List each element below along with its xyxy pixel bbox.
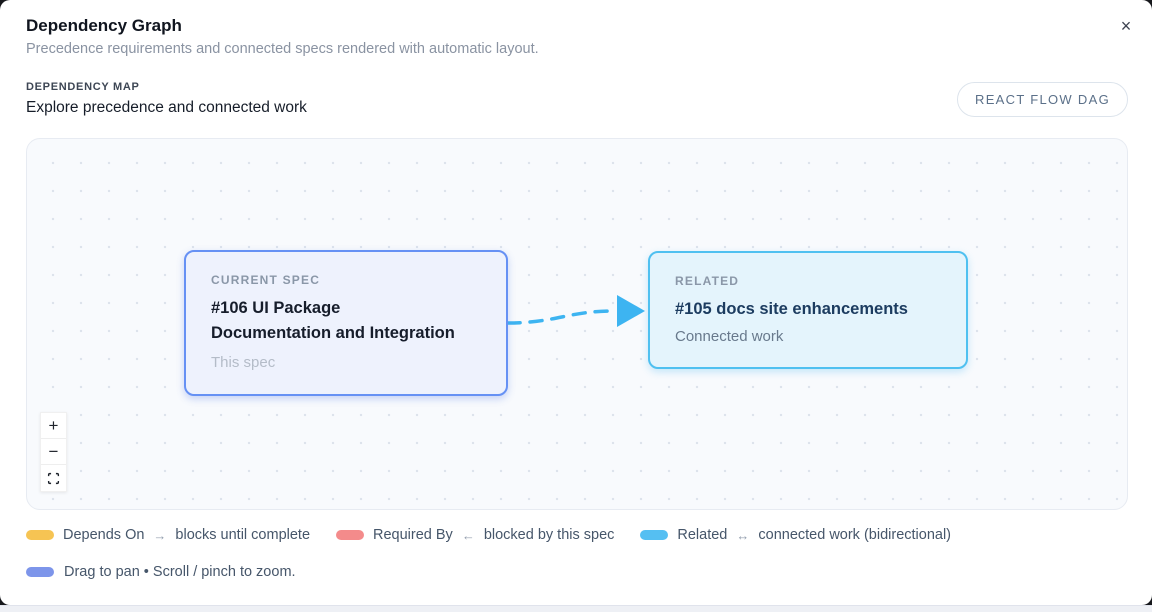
legend-item-related: Related ↔ connected work (bidirectional) xyxy=(640,527,951,543)
hint-text: Drag to pan • Scroll / pinch to zoom. xyxy=(64,564,296,580)
node-related-spec[interactable]: RELATED #105 docs site enhancements Conn… xyxy=(648,251,968,369)
section-heading: Explore precedence and connected work xyxy=(26,99,307,116)
section-eyebrow: DEPENDENCY MAP xyxy=(26,81,140,93)
zoom-in-button[interactable]: + xyxy=(41,413,66,439)
left-arrow-icon: ← xyxy=(461,527,475,543)
bidirectional-arrow-icon: ↔ xyxy=(736,527,750,543)
legend-description: blocks until complete xyxy=(175,527,311,543)
node-label: RELATED xyxy=(675,274,740,288)
node-title: #105 docs site enhancements xyxy=(675,300,908,318)
depends-on-pill-icon xyxy=(26,530,54,540)
related-pill-icon xyxy=(640,530,669,540)
zoom-controls: + − xyxy=(40,412,67,492)
node-subtitle: Connected work xyxy=(675,328,784,346)
page-bottom-strip xyxy=(0,605,1152,612)
node-title-line2: Documentation and Integration xyxy=(211,324,455,343)
node-current-spec[interactable]: CURRENT SPEC #106 UI Package Documentati… xyxy=(184,250,508,396)
page-title: Dependency Graph xyxy=(26,16,182,35)
required-by-pill-icon xyxy=(336,530,365,540)
edge-dashed-line xyxy=(506,309,615,325)
legend-name: Depends On xyxy=(63,527,145,543)
edge-arrowhead-icon xyxy=(617,295,645,327)
react-flow-dag-badge: REACT FLOW DAG xyxy=(957,81,1128,117)
legend-name: Required By xyxy=(373,527,453,543)
right-arrow-icon: → xyxy=(153,527,167,543)
legend-name: Related xyxy=(677,527,728,543)
zoom-out-button[interactable]: − xyxy=(41,439,66,465)
pan-zoom-hint: Drag to pan • Scroll / pinch to zoom. xyxy=(26,564,1128,580)
legend-description: blocked by this spec xyxy=(483,527,615,543)
node-label: CURRENT SPEC xyxy=(211,273,321,287)
legend-item-required-by: Required By ← blocked by this spec xyxy=(336,527,614,543)
node-title-line1: #106 UI Package xyxy=(211,299,341,317)
fit-view-icon xyxy=(47,472,60,484)
edge-legend: Depends On → blocks until complete Requi… xyxy=(26,527,1128,543)
section-header: DEPENDENCY MAP Explore precedence and co… xyxy=(26,81,1128,117)
fit-view-button[interactable] xyxy=(41,465,66,491)
legend-description: connected work (bidirectional) xyxy=(758,527,951,543)
hint-pill-icon xyxy=(26,567,54,577)
page-subtitle: Precedence requirements and connected sp… xyxy=(26,41,539,57)
graph-canvas[interactable]: CURRENT SPEC #106 UI Package Documentati… xyxy=(26,138,1128,510)
close-icon[interactable]: × xyxy=(1114,14,1138,38)
node-title: #106 UI Package Documentation and Integr… xyxy=(211,296,481,346)
legend-item-depends-on: Depends On → blocks until complete xyxy=(26,527,310,543)
node-subtitle: This spec xyxy=(211,354,276,372)
